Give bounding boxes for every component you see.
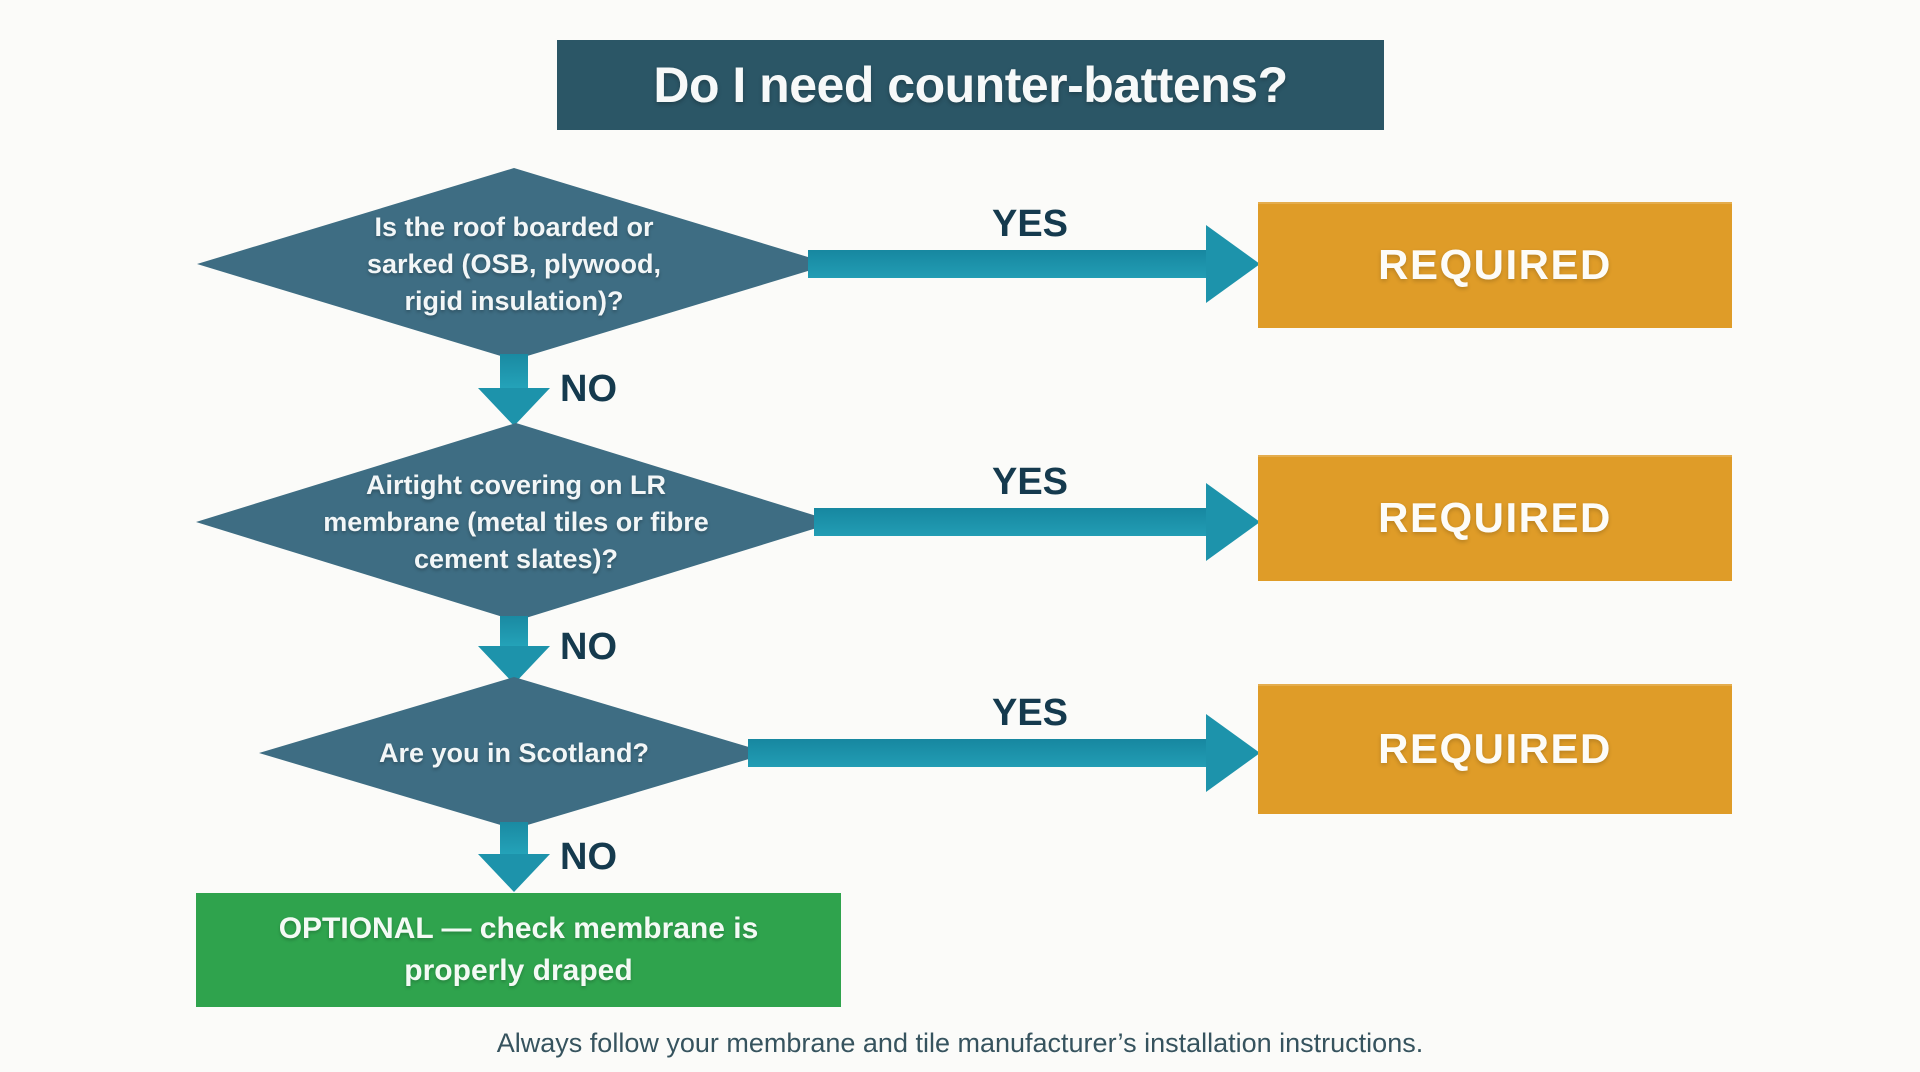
yes-arrowhead-icon bbox=[1206, 714, 1260, 792]
decision-question: Is the roof boarded or sarked (OSB, plyw… bbox=[366, 211, 662, 316]
decision-question: Are you in Scotland? bbox=[378, 737, 650, 768]
decision-roof-boarded: Is the roof boarded or sarked (OSB, plyw… bbox=[197, 168, 831, 360]
yes-arrowhead-icon bbox=[1206, 483, 1260, 561]
no-arrow-2 bbox=[500, 616, 528, 650]
page-title: Do I need counter-battens? bbox=[653, 57, 1288, 113]
decision-question: Airtight covering on LR membrane (metal … bbox=[323, 469, 709, 574]
yes-label-2: YES bbox=[991, 461, 1069, 503]
yes-arrow-1 bbox=[808, 250, 1210, 278]
yes-arrow-3 bbox=[748, 739, 1210, 767]
decision-scotland: Are you in Scotland? bbox=[259, 677, 769, 829]
yes-arrow-2 bbox=[814, 508, 1210, 536]
no-label-3: NO bbox=[560, 836, 617, 878]
yes-arrowhead-icon bbox=[1206, 225, 1260, 303]
result-required-1: REQUIRED bbox=[1258, 202, 1732, 328]
no-arrowhead-icon bbox=[478, 854, 550, 892]
yes-label-3: YES bbox=[991, 692, 1069, 734]
optional-label: OPTIONAL — check membrane is properly dr… bbox=[278, 912, 759, 987]
decision-airtight-covering: Airtight covering on LR membrane (metal … bbox=[196, 423, 836, 621]
no-label-1: NO bbox=[560, 368, 617, 410]
no-arrow-3 bbox=[500, 822, 528, 858]
no-label-2: NO bbox=[560, 626, 617, 668]
no-arrow-1 bbox=[500, 354, 528, 392]
result-optional: OPTIONAL — check membrane is properly dr… bbox=[196, 893, 841, 1007]
result-required-2: REQUIRED bbox=[1258, 455, 1732, 581]
result-label: REQUIRED bbox=[1378, 725, 1612, 772]
yes-label-1: YES bbox=[991, 203, 1069, 245]
no-arrowhead-icon bbox=[478, 388, 550, 426]
result-label: REQUIRED bbox=[1378, 241, 1612, 288]
result-required-3: REQUIRED bbox=[1258, 684, 1732, 814]
result-label: REQUIRED bbox=[1378, 494, 1612, 541]
title-banner: Do I need counter-battens? bbox=[557, 40, 1384, 130]
disclaimer-note: Always follow your membrane and tile man… bbox=[496, 1028, 1424, 1058]
